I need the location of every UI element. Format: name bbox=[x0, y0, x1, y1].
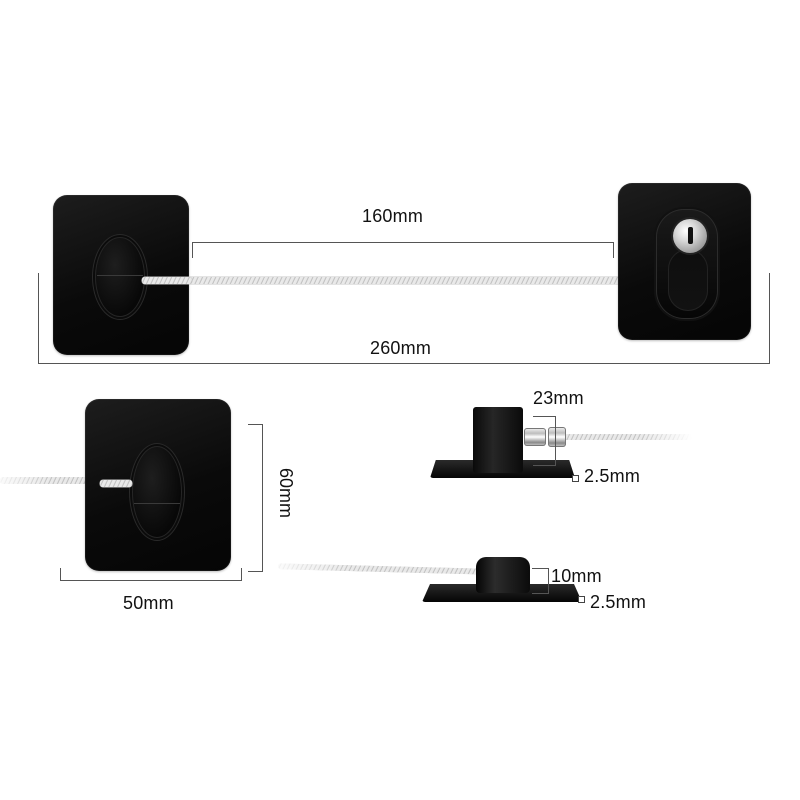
lock-slider bbox=[668, 249, 708, 311]
anchor-side-knob bbox=[476, 557, 530, 593]
detail-cable bbox=[0, 477, 140, 484]
lock-side-ferrule-2 bbox=[548, 427, 566, 447]
detail-cable-entry bbox=[100, 480, 132, 487]
lock-height-label: 23mm bbox=[533, 388, 584, 408]
adhesive-anchor-pad bbox=[53, 195, 189, 355]
key-cylinder-icon bbox=[673, 219, 707, 253]
total-length-dimension-line bbox=[38, 273, 770, 364]
anchor-height-dimension-line bbox=[532, 568, 549, 594]
steel-cable bbox=[142, 277, 622, 284]
anchor-side-cable bbox=[277, 563, 489, 575]
total-length-label: 260mm bbox=[370, 338, 432, 358]
lock-height-dimension-line bbox=[533, 416, 556, 466]
lock-base-thickness-marker bbox=[572, 475, 579, 482]
anchor-oval-knob bbox=[95, 237, 145, 317]
pad-width-label: 50mm bbox=[123, 593, 174, 613]
pad-height-label: 60mm bbox=[276, 468, 296, 519]
detail-split-line bbox=[134, 503, 180, 504]
width-dimension-line bbox=[60, 568, 242, 581]
lock-side-cable bbox=[562, 434, 692, 440]
keyhole-icon bbox=[688, 227, 693, 244]
lock-side-body bbox=[473, 407, 523, 473]
detail-anchor-pad bbox=[85, 399, 231, 571]
anchor-side-view: 10mm 2.5mm bbox=[270, 540, 670, 620]
top-assembly-view: 160mm 260mm bbox=[0, 0, 800, 380]
inner-length-dimension-line bbox=[192, 242, 614, 258]
inner-length-label: 160mm bbox=[362, 206, 424, 226]
height-dimension-line bbox=[248, 424, 263, 572]
lock-side-ferrule bbox=[524, 428, 546, 446]
cable-entry bbox=[142, 277, 192, 284]
anchor-base-thickness-marker bbox=[578, 596, 585, 603]
detail-oval-knob bbox=[132, 446, 182, 538]
lock-base-thickness-label: 2.5mm bbox=[584, 466, 641, 486]
key-lock-pad bbox=[618, 183, 751, 340]
lock-side-view: 23mm 2.5mm bbox=[400, 380, 720, 500]
anchor-split-line bbox=[97, 275, 143, 276]
anchor-side-base bbox=[422, 584, 582, 602]
anchor-height-label: 10mm bbox=[551, 566, 602, 586]
lock-housing bbox=[656, 209, 718, 319]
pad-detail-view: 50mm 60mm bbox=[0, 390, 320, 620]
anchor-base-thickness-label: 2.5mm bbox=[590, 592, 647, 612]
